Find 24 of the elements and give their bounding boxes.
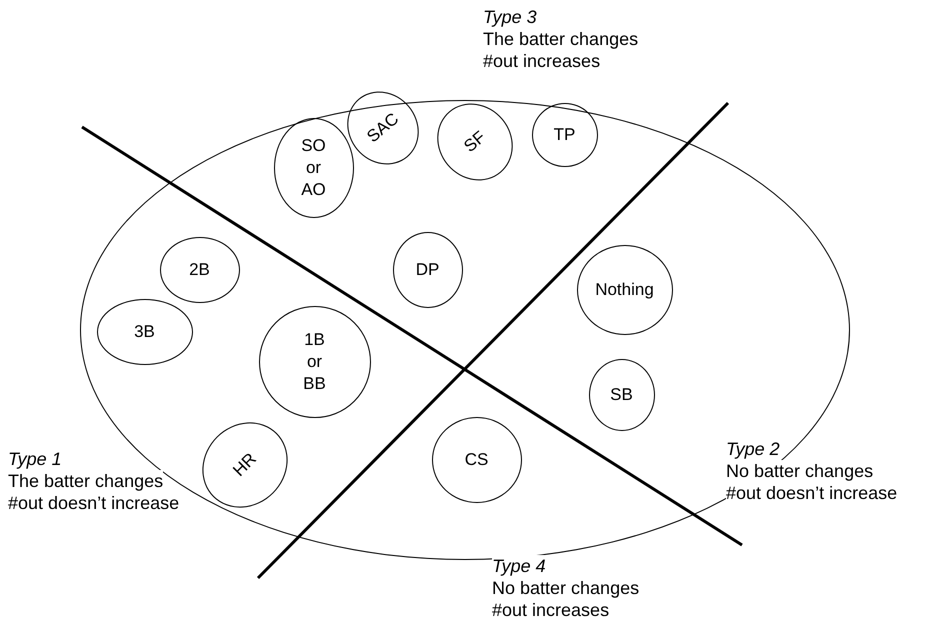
event-circle <box>576 244 672 334</box>
type-heading: Type 4 <box>492 555 546 577</box>
event-label: SO or AO <box>300 134 327 200</box>
event-circle <box>160 236 240 302</box>
event-label: CS <box>464 448 490 470</box>
event-circle <box>392 232 462 308</box>
event-label: SAC <box>362 108 403 148</box>
type-description: The batter changes <box>8 470 164 492</box>
event-label: DP <box>414 258 440 280</box>
event-label: 2B <box>188 258 211 280</box>
event-label: 3B <box>133 320 156 342</box>
event-circle <box>96 298 192 364</box>
event-circle <box>432 416 522 502</box>
event-circle <box>532 102 598 166</box>
event-label: TP <box>552 124 576 146</box>
event-label: HR <box>228 448 261 482</box>
event-circle <box>258 306 370 418</box>
type-description: No batter changes <box>726 460 874 482</box>
event-label: SB <box>609 384 634 406</box>
event-label: Nothing <box>594 278 655 300</box>
event-label: 1B or BB <box>302 328 327 394</box>
event-circle <box>588 358 654 430</box>
event-circle <box>274 118 354 218</box>
event-label: SF <box>458 126 490 158</box>
